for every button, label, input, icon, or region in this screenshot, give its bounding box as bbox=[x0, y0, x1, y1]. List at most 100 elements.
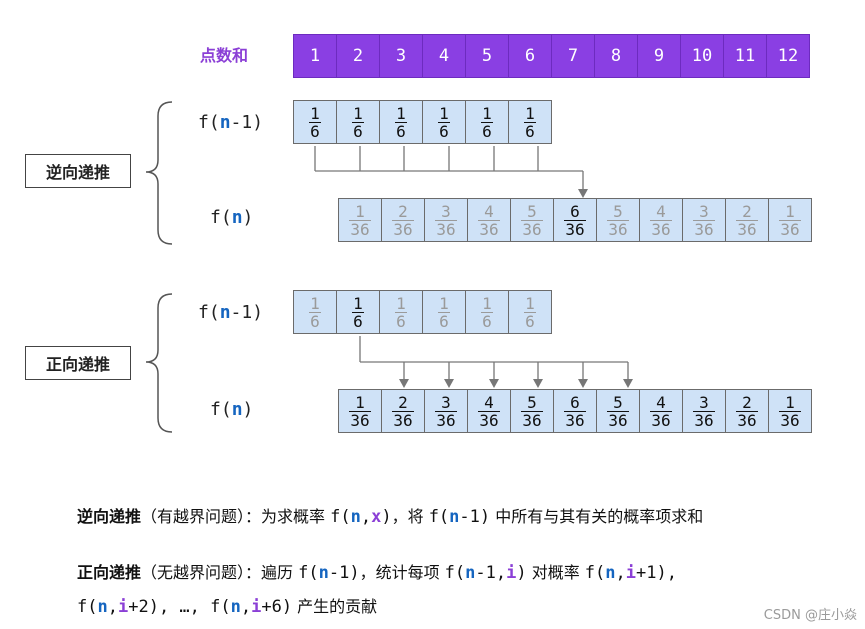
fraction-denominator: 6 bbox=[309, 121, 321, 141]
fraction-denominator: 6 bbox=[481, 311, 493, 331]
reverse-brace-icon bbox=[145, 101, 173, 245]
fn-n: n bbox=[219, 112, 231, 133]
fn-prefix: f( bbox=[298, 563, 319, 583]
forward-brace-icon bbox=[145, 293, 173, 433]
note-text: ，将 bbox=[391, 507, 429, 526]
note-text: （无越界问题）：遍历 bbox=[141, 563, 299, 582]
fraction-numerator: 1 bbox=[310, 103, 320, 123]
note-text: （有越界问题）：为求概率 bbox=[141, 507, 331, 526]
fraction-numerator: 2 bbox=[398, 392, 408, 412]
fn-i: i bbox=[625, 563, 637, 583]
fn-suffix: -1) bbox=[459, 507, 491, 527]
fraction-numerator: 1 bbox=[525, 103, 535, 123]
sum-cell: 7 bbox=[551, 34, 595, 78]
fn-suffix: -1) bbox=[328, 563, 360, 583]
fn-prefix: f( bbox=[198, 112, 220, 133]
fraction-denominator: 6 bbox=[309, 311, 321, 331]
fn-prefix: f( bbox=[210, 207, 232, 228]
note-formula: f(n-1) bbox=[429, 507, 490, 527]
sum-cell: 3 bbox=[379, 34, 423, 78]
fn-n: n bbox=[231, 207, 243, 228]
sum-cell: 9 bbox=[637, 34, 681, 78]
fn-suffix: +2), …, bbox=[128, 597, 211, 617]
fraction-numerator: 5 bbox=[527, 201, 537, 221]
fraction-numerator: 5 bbox=[613, 201, 623, 221]
fraction-numerator: 1 bbox=[396, 103, 406, 123]
fn-suffix: -1, bbox=[475, 563, 507, 583]
fraction-numerator: 6 bbox=[570, 201, 580, 221]
fn-n: n bbox=[231, 399, 243, 420]
fraction-numerator: 1 bbox=[310, 293, 320, 313]
fraction-denominator: 36 bbox=[349, 219, 371, 239]
fraction-denominator: 36 bbox=[736, 410, 758, 430]
fraction-denominator: 36 bbox=[521, 219, 543, 239]
fn-n: n bbox=[230, 597, 241, 617]
fraction-denominator: 36 bbox=[650, 219, 672, 239]
fraction-numerator: 5 bbox=[613, 392, 623, 412]
fraction-numerator: 3 bbox=[441, 201, 451, 221]
fn-i: i bbox=[117, 597, 129, 617]
note-text: ，统计每项 bbox=[359, 563, 445, 582]
fraction-numerator: 2 bbox=[398, 201, 408, 221]
fn-i: i bbox=[506, 563, 517, 583]
sum-cell: 1 bbox=[293, 34, 337, 78]
note-formula: f(n,x) bbox=[330, 507, 391, 527]
fraction-denominator: 36 bbox=[779, 410, 801, 430]
note-formula: f(n-1) bbox=[298, 563, 359, 583]
fn-n: n bbox=[449, 507, 460, 527]
fn-prefix: f( bbox=[428, 507, 450, 527]
fraction-denominator: 6 bbox=[524, 311, 536, 331]
fraction-numerator: 4 bbox=[656, 201, 666, 221]
fn-suffix: -1) bbox=[230, 302, 264, 323]
fn-x: x bbox=[371, 507, 382, 527]
note-formula: f(n-1,i) bbox=[445, 563, 527, 583]
fraction-numerator: 1 bbox=[785, 392, 795, 412]
fn-prefix: f( bbox=[584, 563, 606, 583]
fraction-denominator: 36 bbox=[693, 219, 715, 239]
forward-fn-minus-1-label: f(n-1) bbox=[198, 302, 263, 323]
fn-comma: , bbox=[615, 563, 626, 583]
fn-prefix: f( bbox=[210, 597, 231, 617]
fraction-denominator: 6 bbox=[352, 311, 364, 331]
fraction-denominator: 36 bbox=[607, 410, 629, 430]
fraction-numerator: 1 bbox=[525, 293, 535, 313]
fraction-numerator: 1 bbox=[353, 293, 363, 313]
note-formula: f(n,i+1), bbox=[585, 563, 677, 583]
